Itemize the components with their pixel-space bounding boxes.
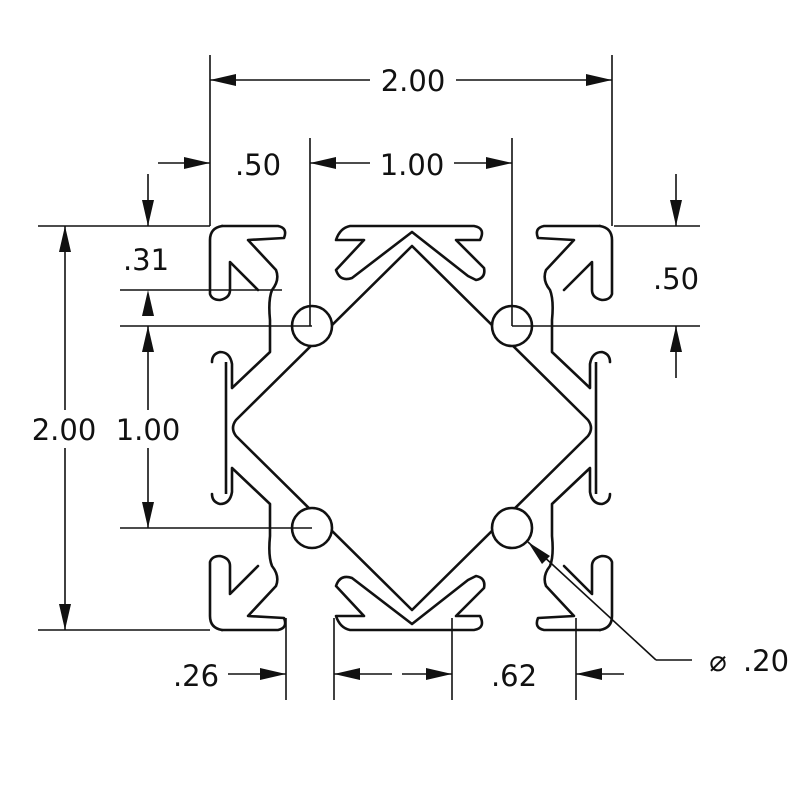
profile-corner-br xyxy=(535,466,612,632)
profile-top-flange xyxy=(334,224,486,282)
profile-center-diamond xyxy=(231,244,593,612)
label-hole-diameter-symbol: ⌀ xyxy=(709,644,726,678)
arrow-height-bottom xyxy=(59,604,71,630)
label-slot-opening: .26 xyxy=(173,659,219,693)
profile-corner-tl xyxy=(210,224,287,390)
label-pitch-vertical: 1.00 xyxy=(116,413,181,447)
profile-corner-lip-tr xyxy=(562,224,614,302)
arrow-vpitch-bottom xyxy=(142,502,154,528)
profile-corner-lip-tl xyxy=(208,224,260,302)
arrow-hole xyxy=(528,542,550,564)
profile-bottom-flange xyxy=(334,574,486,632)
label-overall-width: 2.00 xyxy=(381,64,446,98)
arrow-roffset-bottom xyxy=(670,326,682,352)
profile-final xyxy=(208,224,614,632)
label-offset-right: .50 xyxy=(653,262,699,296)
arrow-center-left xyxy=(334,668,360,680)
label-offset-top: .50 xyxy=(235,148,281,182)
label-lip-height: .31 xyxy=(123,243,169,277)
arrow-width-right xyxy=(586,74,612,86)
arrow-height-top xyxy=(59,226,71,252)
profile-corner-bl xyxy=(210,466,287,632)
arrow-lip-bottom xyxy=(142,290,154,316)
label-pitch-horizontal: 1.00 xyxy=(380,148,445,182)
arrow-lip-top xyxy=(142,200,154,226)
arrow-center-right xyxy=(576,668,602,680)
profile-corner-lip-br xyxy=(562,554,614,632)
arrow-roffset-top xyxy=(670,200,682,226)
label-overall-height: 2.00 xyxy=(32,413,97,447)
arrow-pitch-left xyxy=(310,157,336,169)
arrow-center-mid xyxy=(426,668,452,680)
profile-corner-lip-bl xyxy=(208,554,260,632)
profile-corner-tr xyxy=(535,224,612,390)
leader-hole xyxy=(527,541,657,661)
label-center-width: .62 xyxy=(491,659,537,693)
arrow-width-left xyxy=(210,74,236,86)
hole-bottom-right xyxy=(490,506,534,550)
arrow-vpitch-top xyxy=(142,326,154,352)
arrow-slot xyxy=(260,668,286,680)
arrow-offset-left xyxy=(184,157,210,169)
label-hole-diameter: .20 xyxy=(743,644,789,678)
arrow-pitch-right xyxy=(486,157,512,169)
